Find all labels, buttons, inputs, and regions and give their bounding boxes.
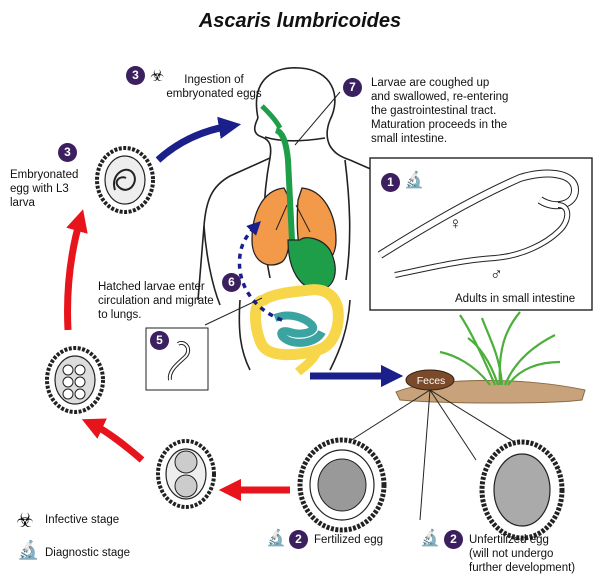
grass <box>439 311 561 386</box>
step-3-badge: 3 <box>58 143 77 162</box>
microscope-icon: 🔬 <box>420 530 440 547</box>
egg-unfertilized <box>479 439 565 541</box>
egg-fertilized <box>297 437 387 533</box>
microscope-icon: 🔬 <box>17 540 40 560</box>
biohazard-icon: ☣ <box>16 510 34 532</box>
development-arrow-1 <box>81 418 145 463</box>
microscope-icon: 🔬 <box>404 172 424 189</box>
egg-developing-multi-cell <box>45 346 105 414</box>
gi-tract <box>260 104 336 291</box>
microscope-icon: 🔬 <box>266 530 286 547</box>
step-2-badge-unfertilized: 2 <box>444 530 463 549</box>
development-arrow-2 <box>64 209 88 331</box>
egg-two-cell <box>156 439 216 509</box>
step-1-badge: 1 <box>381 173 400 192</box>
legend-diagnostic-label: Diagnostic stage <box>45 547 131 559</box>
step-4-badge: 3 <box>126 66 145 85</box>
feces-label: Feces <box>416 375 446 387</box>
step-1-label: Adults in small intestine <box>455 293 576 305</box>
step-5-badge: 5 <box>150 331 169 350</box>
diagram-title: Ascaris lumbricoides <box>198 10 402 32</box>
migration-dashed-arrow <box>237 221 283 322</box>
female-symbol: ♀ <box>449 214 462 233</box>
step-7-badge: 7 <box>343 78 362 97</box>
step-2-badge: 2 <box>289 530 308 549</box>
step-6-badge: 6 <box>222 273 241 292</box>
large-intestine <box>250 284 344 376</box>
biohazard-icon: ☣ <box>150 68 165 85</box>
adult-worms <box>377 169 580 278</box>
legend-infective-label: Infective stage <box>45 514 120 526</box>
small-intestine <box>273 311 326 347</box>
fertilized-egg-label: Fertilized egg <box>314 534 384 546</box>
egg-embryonated-l3 <box>95 146 155 214</box>
male-symbol: ♂ <box>490 265 503 284</box>
ingestion-arrow <box>155 116 242 163</box>
